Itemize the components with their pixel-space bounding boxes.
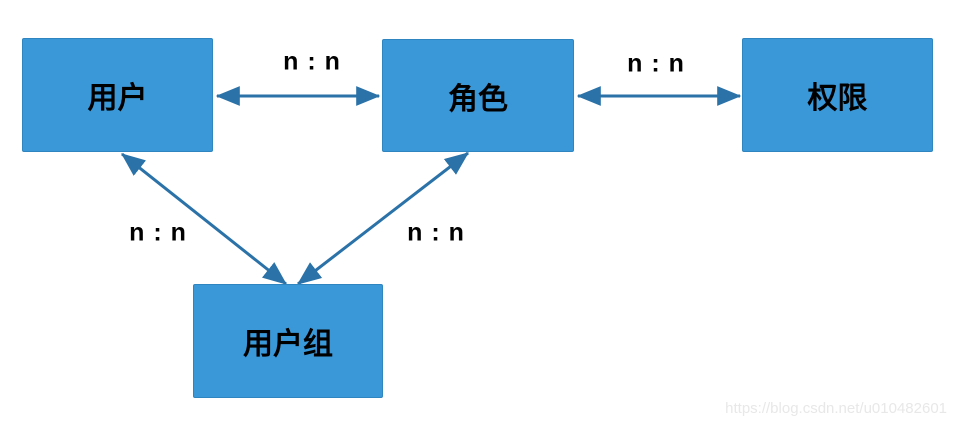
edge-user-usergroup bbox=[121, 152, 287, 286]
edge-label-role-permission: n : n bbox=[627, 49, 685, 78]
edge-label-user-role: n : n bbox=[283, 47, 341, 76]
node-permission: 权限 bbox=[742, 38, 933, 152]
edge-label-role-usergroup: n : n bbox=[407, 218, 465, 247]
edge-role-usergroup bbox=[297, 151, 469, 286]
node-user-group: 用户组 bbox=[193, 284, 383, 398]
node-user: 用户 bbox=[22, 38, 213, 152]
node-user-group-label: 用户组 bbox=[243, 328, 333, 361]
node-role: 角色 bbox=[382, 39, 574, 152]
node-role-label: 角色 bbox=[448, 82, 508, 116]
watermark: https://blog.csdn.net/u010482601 bbox=[725, 400, 947, 417]
node-permission-label: 权限 bbox=[807, 82, 868, 115]
node-user-label: 用户 bbox=[87, 82, 148, 115]
edge-label-user-usergroup: n : n bbox=[129, 218, 187, 247]
